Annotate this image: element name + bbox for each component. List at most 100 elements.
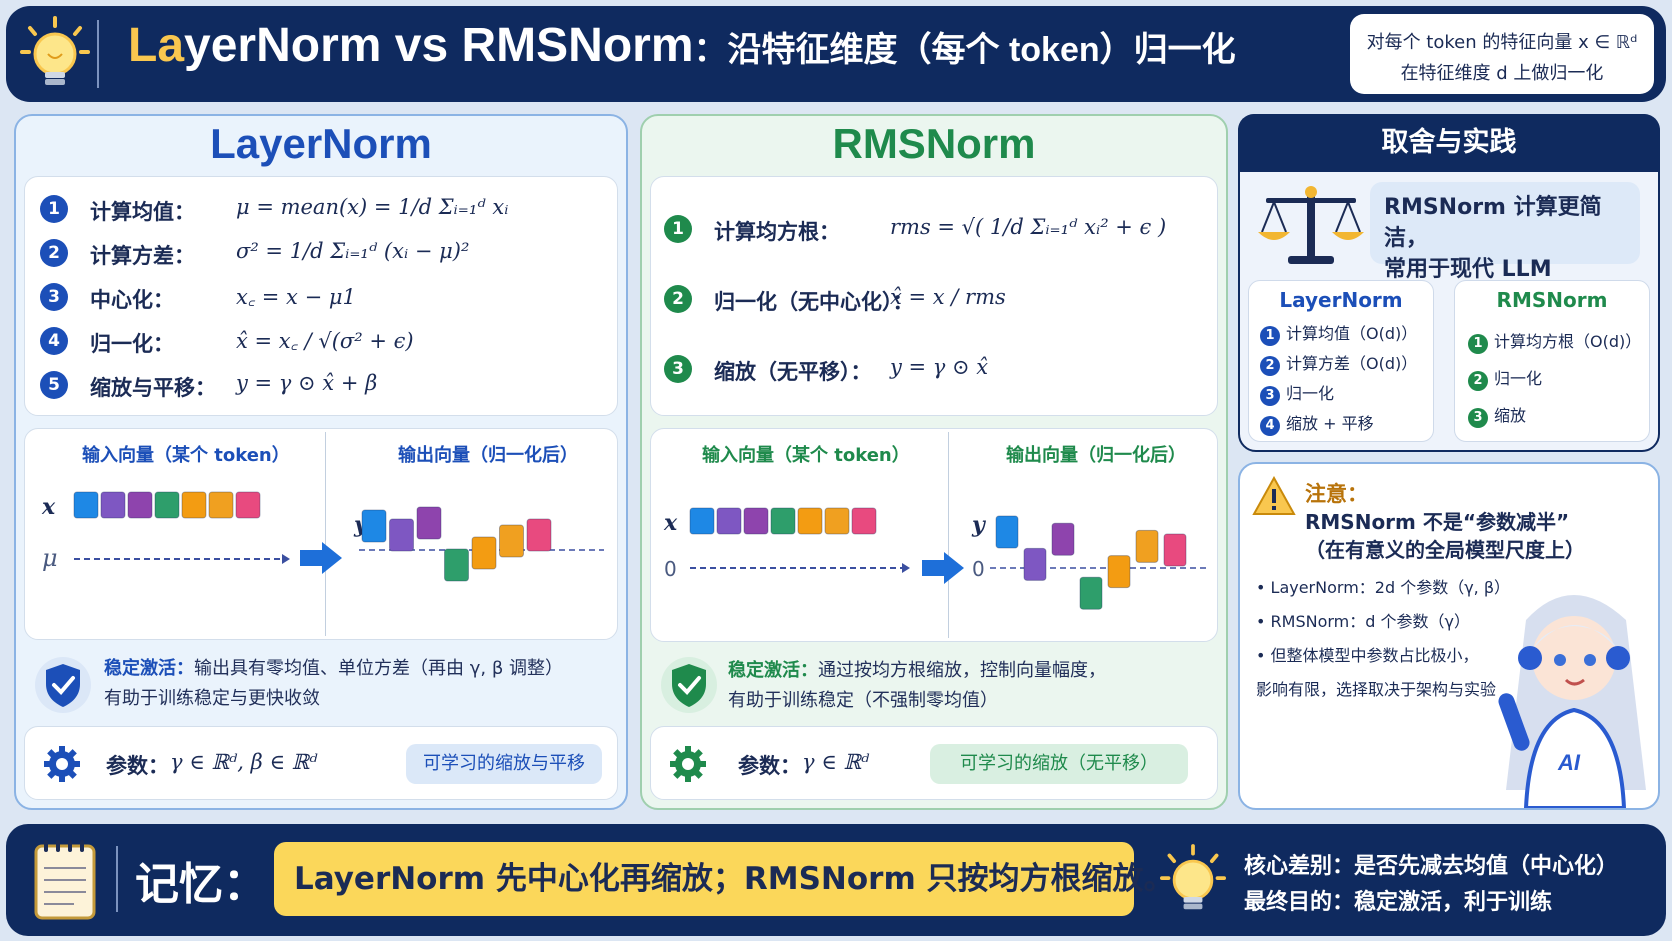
- output-token-element: [444, 548, 469, 582]
- output-token-element: [499, 524, 524, 558]
- ln-mean-arrowhead: [282, 554, 290, 564]
- header-box-line1: 对每个 token 的特征向量 x ∈ ℝᵈ: [1366, 32, 1638, 53]
- ln-step-formula: x̂ = x꜀ / √(σ² + ϵ): [236, 329, 414, 353]
- rmsnorm-output-label: 输出向量（归一化后）: [1006, 445, 1186, 466]
- tradeoff-note-line2: 常用于现代 LLM: [1384, 257, 1552, 282]
- compare-item-number: 1: [1468, 334, 1488, 354]
- ln-output-vector: [361, 506, 552, 582]
- input-token-element: [154, 491, 180, 519]
- output-token-element: [1107, 555, 1131, 589]
- rms-step-label: 计算均方根：: [714, 220, 840, 244]
- balance-scale-icon: [1258, 186, 1364, 264]
- title-accent: La: [128, 19, 185, 72]
- compare-item-label: 计算均方根（O(d)）: [1494, 332, 1642, 351]
- compare-item: 1 计算均值（O(d)）: [1260, 320, 1417, 346]
- ln-param-label: 参数：: [106, 754, 169, 778]
- output-token-element: [995, 515, 1019, 549]
- rmsnorm-vector-diagram: x 0 y 0: [663, 507, 1206, 610]
- rms-param-formula: γ ∈ ℝᵈ: [802, 750, 870, 774]
- rmsnorm-input-label: 输入向量（某个 token）: [702, 445, 910, 466]
- input-token-element: [824, 507, 850, 535]
- ln-step-formula: y = γ ⊙ x̂ + β: [236, 371, 378, 395]
- compare-item-label: 归一化: [1494, 369, 1543, 388]
- compare-item-number: 4: [1260, 416, 1280, 436]
- compare-item-number: 3: [1260, 386, 1280, 406]
- input-token-element: [716, 507, 742, 535]
- output-token-element: [1079, 576, 1103, 610]
- compare-item-label: 计算方差（O(d)）: [1286, 354, 1418, 373]
- assistant-mascot-illustration: AI: [1498, 595, 1646, 808]
- rms-param-label: 参数：: [738, 754, 801, 778]
- layernorm-title: LayerNorm: [210, 120, 432, 167]
- ln-step-number: 1: [40, 195, 68, 223]
- compare-item-label: 计算均值（O(d)）: [1286, 324, 1418, 343]
- compare-item-number: 3: [1468, 408, 1488, 428]
- rmsnorm-vector-card: [650, 428, 1218, 642]
- compare-item-label: 缩放: [1494, 406, 1527, 425]
- ln-step-label: 中心化：: [90, 288, 174, 312]
- note-bullet: • LayerNorm：2d 个参数（γ, β）: [1256, 578, 1511, 597]
- layernorm-input-label: 输入向量（某个 token）: [82, 445, 290, 466]
- layernorm-steps-card: [24, 176, 618, 416]
- input-token-element: [770, 507, 796, 535]
- rms-stable-title: 稳定激活：: [728, 660, 818, 681]
- output-token-element: [471, 536, 497, 570]
- input-token-element: [743, 507, 769, 535]
- gear-icon-green: [670, 746, 706, 782]
- rms-zero-label: 0: [664, 557, 677, 581]
- rms-step-formula: rms = √( 1/d Σᵢ₌₁ᵈ xᵢ² + ϵ ): [890, 215, 1167, 239]
- rms-param-pill: 可学习的缩放（无平移）: [930, 744, 1188, 784]
- output-token-element: [389, 518, 414, 552]
- note-line2: （在有意义的全局模型尺度上）: [1305, 538, 1585, 562]
- ln-step-number: 4: [40, 327, 68, 355]
- note-line1: RMSNorm 不是“参数减半”: [1305, 510, 1570, 534]
- tradeoff-title: 取舍与实践: [1238, 114, 1660, 172]
- title-subtitle: ：沿特征维度（每个 token）归一化: [693, 31, 1236, 69]
- footer-right-line2: 最终目的：稳定激活，利于训练: [1244, 890, 1553, 915]
- input-token-element: [100, 491, 126, 519]
- note-heading: 注意：: [1305, 482, 1368, 506]
- memo-title: 记忆：: [135, 859, 267, 910]
- output-token-element: [1135, 529, 1159, 563]
- input-token-element: [851, 507, 877, 535]
- rms-step-number: 2: [664, 285, 692, 313]
- ln-param-formula: γ ∈ ℝᵈ, β ∈ ℝᵈ: [170, 750, 318, 774]
- ln-param-pill: 可学习的缩放与平移: [406, 744, 602, 784]
- rms-input-vector: [689, 507, 877, 535]
- shield-check-icon-green: [661, 657, 717, 713]
- rms-step-formula: y = γ ⊙ x̂: [890, 355, 989, 379]
- memo-box: LayerNorm 先中心化再缩放；RMSNorm 只按均方根缩放。: [274, 842, 1175, 916]
- note-bullet: • 但整体模型中参数占比极小，: [1256, 646, 1479, 665]
- input-token-element: [797, 507, 823, 535]
- tradeoff-note-line1: RMSNorm 计算更简洁，: [1384, 195, 1602, 251]
- ln-input-vector: [73, 491, 261, 519]
- rms-transform-arrow: [922, 552, 964, 584]
- notepad-icon: [34, 840, 96, 920]
- ln-step-formula: μ = mean(x) = 1/d Σᵢ₌₁ᵈ xᵢ: [236, 195, 509, 219]
- layernorm-vector-diagram: x μ y: [41, 491, 604, 582]
- footer-divider: [116, 846, 118, 912]
- ln-x-label: x: [41, 494, 56, 520]
- rms-step-number: 3: [664, 355, 692, 383]
- ln-step-label: 缩放与平移：: [90, 376, 216, 400]
- compare-item-number: 1: [1260, 326, 1280, 346]
- ln-step-label: 计算均值：: [90, 200, 195, 224]
- layernorm-output-label: 输出向量（归一化后）: [398, 445, 578, 466]
- lightbulb-icon: [20, 16, 90, 85]
- rmsnorm-vector-divider: [948, 432, 949, 638]
- ln-stable-line2: 有助于训练稳定与更快收敛: [104, 688, 320, 709]
- compare-rmsnorm-title: RMSNorm: [1496, 288, 1608, 312]
- rmsnorm-steps-card: [650, 176, 1218, 416]
- input-token-element: [689, 507, 715, 535]
- warning-icon: [1252, 476, 1296, 515]
- svg-text:AI: AI: [1557, 750, 1581, 775]
- output-token-element: [526, 518, 552, 552]
- input-token-element: [127, 491, 153, 519]
- compare-layernorm-title: LayerNorm: [1279, 288, 1403, 312]
- rms-stable-line1: 通过按均方根缩放，控制向量幅度，: [818, 660, 1106, 681]
- header-definition-box: 对每个 token 的特征向量 x ∈ ℝᵈ 在特征维度 d 上做归一化: [1350, 14, 1654, 94]
- tradeoff-note: RMSNorm 计算更简洁， 常用于现代 LLM: [1370, 182, 1640, 282]
